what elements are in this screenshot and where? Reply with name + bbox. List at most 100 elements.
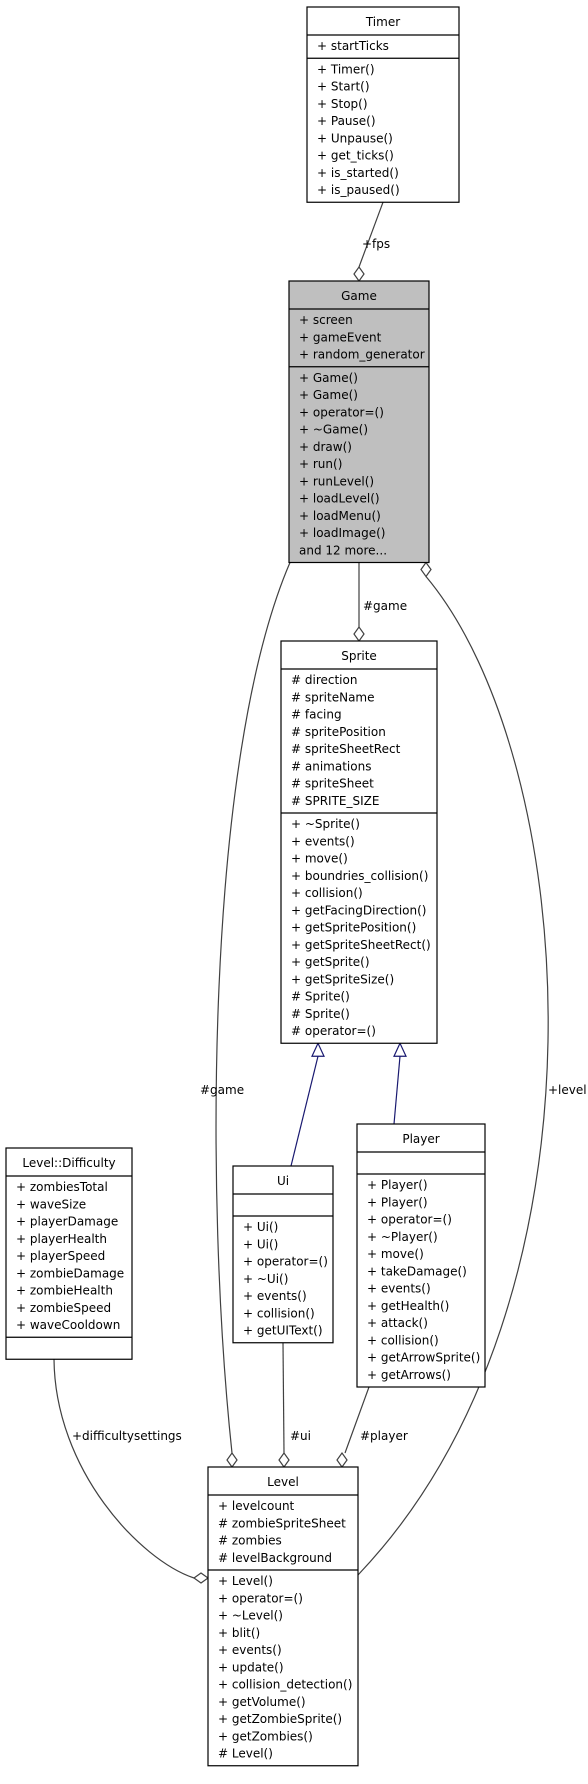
class-method: + getSprite() xyxy=(291,955,370,969)
class-method: + loadMenu() xyxy=(299,509,381,523)
edge-difficulty-level xyxy=(53,1359,195,1579)
class-attribute: + playerDamage xyxy=(16,1215,118,1229)
class-method: + getArrows() xyxy=(367,1368,451,1382)
class-attribute: # levelBackground xyxy=(218,1551,332,1565)
class-box-border xyxy=(207,1466,359,1767)
class-box-border xyxy=(280,640,438,1044)
class-method: + Game() xyxy=(299,371,358,385)
class-method: + attack() xyxy=(367,1316,428,1330)
class-attribute: # spriteName xyxy=(291,690,375,704)
edge-fps xyxy=(358,202,384,268)
class-method: + getSpriteSize() xyxy=(291,972,394,986)
class-method: + ~Game() xyxy=(299,423,368,437)
class-method: + Player() xyxy=(367,1195,428,1209)
class-attribute: + zombiesTotal xyxy=(16,1180,108,1194)
edge-labels-layer: +fps#game#game+level#ui#player+difficult… xyxy=(72,237,587,1443)
edge-label-fps: +fps xyxy=(362,237,390,251)
class-method: + Unpause() xyxy=(317,131,393,145)
class-method: + collision() xyxy=(243,1306,315,1320)
class-method: + get_ticks() xyxy=(317,149,394,163)
class-attribute: + zombieDamage xyxy=(16,1266,124,1280)
aggregation-diamond xyxy=(226,1451,238,1469)
class-box-border xyxy=(5,1147,133,1360)
aggregation-diamond xyxy=(420,561,432,578)
class-method: + operator=() xyxy=(367,1213,452,1227)
class-method: + getZombies() xyxy=(218,1729,313,1743)
class-method: + ~Level() xyxy=(218,1609,283,1623)
class-method: + run() xyxy=(299,457,342,471)
class-box-border xyxy=(232,1165,334,1344)
class-boxes-layer: Timer + startTicks + Timer() + Start() + Sto… xyxy=(5,6,486,1767)
edge-label-game-level: #game xyxy=(200,1083,244,1097)
class-box-ui[interactable]: Ui + Ui() + Ui() + operator=() + ~Ui() + even… xyxy=(232,1165,334,1344)
class-method: + runLevel() xyxy=(299,474,374,488)
class-box-sprite[interactable]: Sprite # direction # spriteName # facing # s… xyxy=(280,640,438,1044)
class-method: + takeDamage() xyxy=(367,1264,467,1278)
class-attribute: + zombieHealth xyxy=(16,1284,113,1298)
class-method: + operator=() xyxy=(243,1255,328,1269)
class-attribute: + zombieSpeed xyxy=(16,1301,111,1315)
class-attribute: # zombies xyxy=(218,1534,282,1548)
aggregation-diamond xyxy=(353,625,365,643)
class-box-border xyxy=(356,1123,486,1388)
class-method: + ~Player() xyxy=(367,1230,438,1244)
edge-label-ui-level: #ui xyxy=(290,1429,311,1443)
class-box-level[interactable]: Level+ levelcount# zombieSpriteSheet# zo… xyxy=(207,1466,359,1767)
edge-ui-inherits-sprite xyxy=(290,1056,319,1167)
class-method: + events() xyxy=(243,1289,307,1303)
edge-ui-level xyxy=(282,1342,285,1454)
class-method: + loadLevel() xyxy=(299,492,380,506)
class-method: + Game() xyxy=(299,388,358,402)
edge-label-game-sprite: #game xyxy=(363,599,407,613)
class-method: + update() xyxy=(218,1660,284,1674)
class-attribute: # facing xyxy=(291,708,342,722)
class-method: # operator=() xyxy=(291,1024,376,1038)
class-name: Timer xyxy=(365,15,400,29)
class-box-difficulty[interactable]: Level::Difficulty+ zombiesTotal+ waveSiz… xyxy=(5,1147,133,1360)
class-box-border xyxy=(306,6,460,203)
class-attribute: # direction xyxy=(291,673,357,687)
class-method: + Start() xyxy=(317,80,370,94)
class-attribute: + waveCooldown xyxy=(16,1318,120,1332)
class-attribute: # SPRITE_SIZE xyxy=(291,794,379,808)
class-box-border xyxy=(288,280,430,564)
class-attribute: + random_generator xyxy=(299,348,425,362)
class-method: + Ui() xyxy=(243,1237,278,1251)
class-method: + Pause() xyxy=(317,114,376,128)
class-box-player[interactable]: Player+ Player()+ Player()+ operator=()+… xyxy=(356,1123,486,1388)
class-attribute: # spritePosition xyxy=(291,725,386,739)
class-method: + Stop() xyxy=(317,97,368,111)
class-method: + move() xyxy=(367,1247,424,1261)
class-name: Ui xyxy=(277,1174,289,1188)
class-box-game[interactable]: Game+ screen+ gameEvent+ random_generato… xyxy=(288,280,430,564)
edge-label-player-level: #player xyxy=(360,1429,408,1443)
class-method: + getSpriteSheetRect() xyxy=(291,938,431,952)
class-method: + operator=() xyxy=(218,1591,303,1605)
aggregation-diamond xyxy=(336,1451,348,1469)
class-method: + Ui() xyxy=(243,1220,278,1234)
class-method: + getZombieSprite() xyxy=(218,1712,342,1726)
edge-label-difficulty-level: +difficultysettings xyxy=(72,1429,182,1443)
class-method: and 12 more... xyxy=(299,543,387,557)
class-method: + Timer() xyxy=(317,62,375,76)
class-attribute: # spriteSheet xyxy=(291,777,374,791)
class-attribute: + playerHealth xyxy=(16,1232,107,1246)
inheritance-arrow xyxy=(393,1041,407,1057)
class-method: + ~Ui() xyxy=(243,1272,288,1286)
class-method: + draw() xyxy=(299,440,352,454)
class-method: + collision() xyxy=(367,1333,439,1347)
class-attribute: + startTicks xyxy=(317,39,389,53)
class-method: + collision() xyxy=(291,886,363,900)
class-name: Sprite xyxy=(341,649,377,663)
class-method: + Player() xyxy=(367,1178,428,1192)
edge-player-level xyxy=(344,1386,370,1454)
class-attribute: + waveSize xyxy=(16,1197,86,1211)
class-method: # Level() xyxy=(218,1747,273,1761)
class-method: + Level() xyxy=(218,1574,273,1588)
class-method: + move() xyxy=(291,852,348,866)
class-method: + collision_detection() xyxy=(218,1678,352,1692)
class-attribute: # zombieSpriteSheet xyxy=(218,1516,346,1530)
class-box-timer[interactable]: Timer + startTicks + Timer() + Start() + Sto… xyxy=(306,6,460,203)
class-method: + getHealth() xyxy=(367,1299,449,1313)
